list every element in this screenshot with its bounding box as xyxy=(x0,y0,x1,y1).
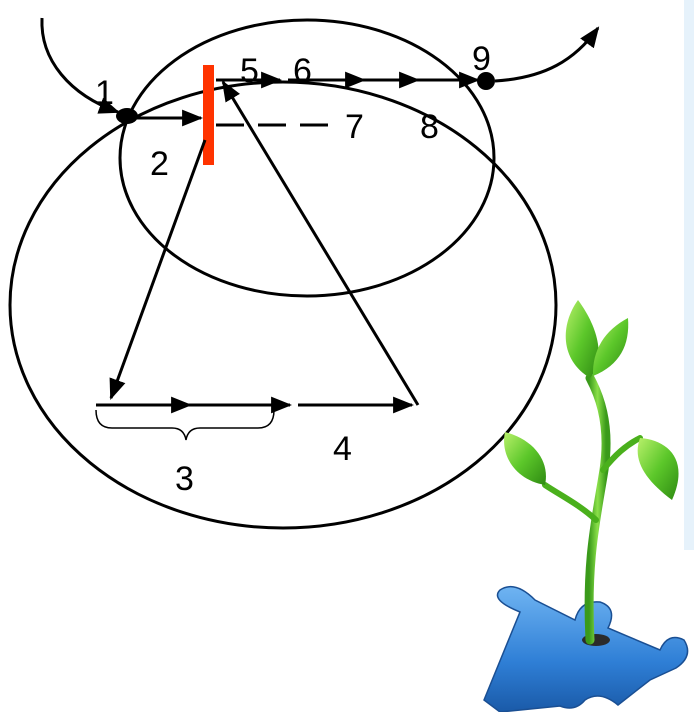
label-7: 7 xyxy=(345,108,364,146)
arrow-barrier-to-3 xyxy=(109,139,207,400)
node-9 xyxy=(477,72,495,90)
label-3: 3 xyxy=(175,460,194,498)
label-6: 6 xyxy=(293,52,312,90)
brace-3 xyxy=(95,409,275,441)
right-edge-panel xyxy=(684,0,694,550)
label-1: 1 xyxy=(95,74,114,112)
label-9: 9 xyxy=(472,40,491,78)
label-5: 5 xyxy=(240,52,259,90)
label-2: 2 xyxy=(150,145,169,183)
label-8: 8 xyxy=(420,108,439,146)
barrier-bar xyxy=(203,65,214,165)
incoming-arrow xyxy=(40,17,120,114)
inner-ellipse xyxy=(118,18,496,298)
plant-on-puzzle-piece-icon xyxy=(483,300,689,712)
outgoing-arrow xyxy=(494,26,600,83)
arrow-4-to-5 xyxy=(221,80,420,406)
outer-ellipse xyxy=(8,80,558,530)
label-4: 4 xyxy=(333,430,352,468)
node-1 xyxy=(116,108,138,124)
